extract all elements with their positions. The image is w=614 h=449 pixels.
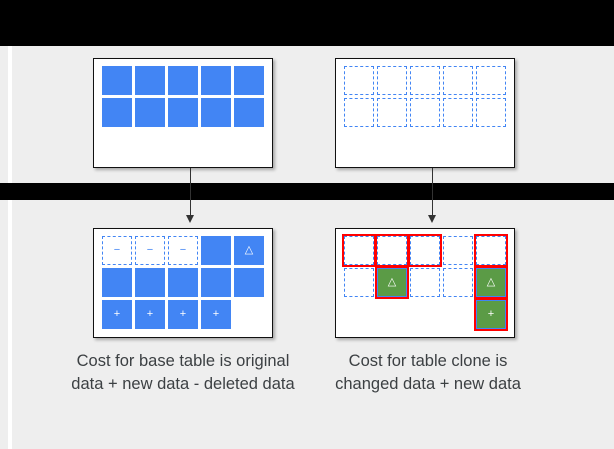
caption-clone-table: Cost for table clone is changed data + n… bbox=[335, 352, 521, 394]
cell-base-table-original-r2c3[interactable] bbox=[168, 98, 198, 127]
cell-clone-table-original-r2c4[interactable] bbox=[443, 98, 473, 127]
arrow-base-shaft bbox=[190, 168, 192, 216]
triangle-icon: △ bbox=[244, 244, 254, 256]
cell-clone-table-modified-r2c1[interactable] bbox=[344, 268, 374, 297]
cell-base-table-original-r2c4[interactable] bbox=[201, 98, 231, 127]
cell-base-table-modified-r1c4[interactable] bbox=[201, 236, 231, 265]
cell-clone-table-modified-r1c1[interactable] bbox=[342, 234, 376, 267]
clone-table-original-card[interactable] bbox=[335, 58, 515, 168]
cell-base-table-modified-r1c2[interactable]: − bbox=[135, 236, 165, 265]
cell-clone-table-modified-r2c4[interactable] bbox=[443, 268, 473, 297]
cell-base-table-original-r2c1[interactable] bbox=[102, 98, 132, 127]
cell-clone-table-original-r2c5[interactable] bbox=[476, 98, 506, 127]
triangle-icon: △ bbox=[387, 276, 397, 288]
cell-base-table-original-r1c1[interactable] bbox=[102, 66, 132, 95]
cell-base-table-modified-r2c1[interactable] bbox=[102, 268, 132, 297]
cell-base-table-modified-r2c5[interactable] bbox=[234, 268, 264, 297]
cell-clone-table-modified-r2c3[interactable] bbox=[410, 268, 440, 297]
clone-table-modified-card[interactable]: △ △ + bbox=[335, 228, 515, 338]
cell-clone-table-modified-r3c3 bbox=[410, 300, 440, 329]
cell-base-table-modified-r2c4[interactable] bbox=[201, 268, 231, 297]
cell-clone-table-modified-r2c2[interactable]: △ bbox=[375, 266, 409, 299]
cell-base-table-modified-r3c4[interactable]: + bbox=[201, 300, 231, 329]
lower-left-gutter bbox=[8, 200, 12, 449]
cell-base-table-original-r1c4[interactable] bbox=[201, 66, 231, 95]
plus-icon: + bbox=[212, 308, 220, 320]
cell-clone-table-original-r1c3[interactable] bbox=[410, 66, 440, 95]
cell-base-table-modified-r3c1[interactable]: + bbox=[102, 300, 132, 329]
clone-table-modified-grid: △ △ + bbox=[342, 234, 508, 331]
cell-base-table-modified-r2c2[interactable] bbox=[135, 268, 165, 297]
base-table-original-grid bbox=[102, 66, 264, 127]
middle-black-band bbox=[0, 183, 614, 200]
cell-clone-table-original-r1c5[interactable] bbox=[476, 66, 506, 95]
triangle-icon: △ bbox=[486, 276, 496, 288]
minus-icon: − bbox=[179, 244, 187, 256]
cell-base-table-original-r2c2[interactable] bbox=[135, 98, 165, 127]
cell-base-table-original-r1c3[interactable] bbox=[168, 66, 198, 95]
cell-clone-table-modified-r1c3[interactable] bbox=[408, 234, 442, 267]
cell-clone-table-original-r2c3[interactable] bbox=[410, 98, 440, 127]
cell-base-table-original-r1c2[interactable] bbox=[135, 66, 165, 95]
minus-icon: − bbox=[113, 244, 121, 256]
cell-base-table-modified-r3c3[interactable]: + bbox=[168, 300, 198, 329]
arrow-base-head bbox=[186, 215, 195, 223]
cell-clone-table-original-r1c2[interactable] bbox=[377, 66, 407, 95]
cell-clone-table-modified-r3c5[interactable]: + bbox=[474, 298, 508, 331]
plus-icon: + bbox=[146, 308, 154, 320]
cell-base-table-original-r2c5[interactable] bbox=[234, 98, 264, 127]
caption-base-table: Cost for base table is original data + n… bbox=[71, 352, 295, 394]
cell-clone-table-modified-r1c2[interactable] bbox=[375, 234, 409, 267]
cell-base-table-modified-r1c1[interactable]: − bbox=[102, 236, 132, 265]
cell-base-table-modified-r3c5 bbox=[234, 300, 264, 329]
cell-clone-table-original-r2c1[interactable] bbox=[344, 98, 374, 127]
cell-base-table-original-r1c5[interactable] bbox=[234, 66, 264, 95]
cell-clone-table-modified-r3c2 bbox=[377, 300, 407, 329]
base-table-modified-card[interactable]: − − − △ + + + + bbox=[93, 228, 273, 338]
cell-clone-table-modified-r2c5[interactable]: △ bbox=[474, 266, 508, 299]
cell-clone-table-modified-r3c4 bbox=[443, 300, 473, 329]
upper-left-gutter bbox=[8, 46, 12, 183]
cell-clone-table-modified-r1c5[interactable] bbox=[474, 234, 508, 267]
cell-base-table-modified-r2c3[interactable] bbox=[168, 268, 198, 297]
base-table-original-card[interactable] bbox=[93, 58, 273, 168]
plus-icon: + bbox=[179, 308, 187, 320]
clone-table-original-grid bbox=[344, 66, 506, 127]
cell-clone-table-modified-r3c1 bbox=[344, 300, 374, 329]
cell-base-table-modified-r3c2[interactable]: + bbox=[135, 300, 165, 329]
plus-icon: + bbox=[113, 308, 121, 320]
cell-clone-table-modified-r1c4[interactable] bbox=[443, 236, 473, 265]
minus-icon: − bbox=[146, 244, 154, 256]
arrow-clone-head bbox=[428, 215, 437, 223]
cell-clone-table-original-r2c2[interactable] bbox=[377, 98, 407, 127]
base-table-modified-grid: − − − △ + + + + bbox=[102, 236, 264, 329]
plus-icon: + bbox=[487, 308, 495, 320]
cell-base-table-modified-r1c3[interactable]: − bbox=[168, 236, 198, 265]
cell-clone-table-original-r1c4[interactable] bbox=[443, 66, 473, 95]
cell-clone-table-original-r1c1[interactable] bbox=[344, 66, 374, 95]
arrow-clone-shaft bbox=[432, 168, 434, 216]
cell-base-table-modified-r1c5[interactable]: △ bbox=[234, 236, 264, 265]
